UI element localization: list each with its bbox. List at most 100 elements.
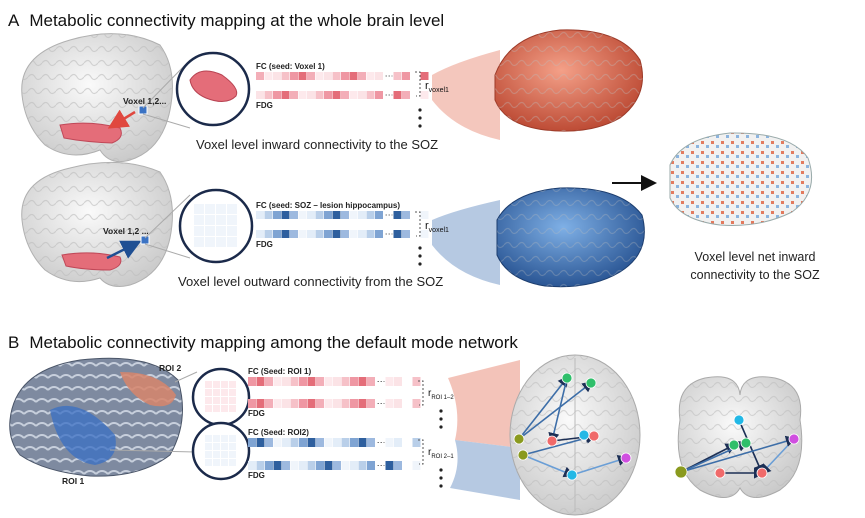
caption-outward: Voxel level outward connectivity from th… [178, 274, 444, 289]
strip-cell [420, 72, 429, 80]
cube-cell [205, 204, 215, 214]
strip-cell [393, 211, 402, 219]
network-node [620, 452, 632, 464]
cube-cell [194, 237, 204, 247]
cube-cell [205, 389, 212, 396]
network-node [740, 437, 752, 449]
strip-cell [350, 399, 358, 408]
brain-red-map [494, 29, 643, 132]
strip-cell [273, 230, 281, 238]
strip-cell [349, 230, 358, 238]
strip-cell [316, 461, 324, 470]
brain-net-map [669, 132, 813, 226]
r-symbol: r [428, 447, 432, 458]
strip-cell [256, 230, 264, 238]
bracket [415, 211, 421, 237]
strip-cell [256, 377, 265, 386]
network-node [714, 467, 726, 479]
brain-blue-map [496, 187, 645, 288]
strip-cell [307, 230, 315, 238]
network-node [566, 469, 578, 481]
cube-cell [205, 237, 215, 247]
r-symbol: r [425, 220, 429, 232]
r-subscript: ROI 1–2 [431, 395, 454, 401]
strip-cell [358, 72, 366, 80]
bracket [418, 439, 424, 465]
strip-cell [256, 211, 264, 219]
fdg-label-a1: FDG [256, 101, 273, 110]
network-node [561, 372, 573, 384]
strip-cell [299, 377, 307, 386]
network-node [788, 433, 800, 445]
strip-cell [358, 211, 366, 219]
network-edge [738, 419, 764, 476]
strip-cell [273, 399, 282, 408]
strip-cell [307, 91, 315, 99]
cube-cell [229, 397, 236, 404]
strip-cell [307, 211, 315, 219]
net-caption-line2: connectivity to the SOZ [690, 268, 820, 282]
network-edge [518, 375, 569, 440]
strip-cell [315, 230, 324, 238]
strip-cell [332, 211, 341, 219]
network-edge [571, 455, 630, 476]
strip-cell [341, 399, 350, 408]
strip-cell [358, 438, 367, 447]
cube-cell [205, 435, 212, 442]
strip-cell [281, 72, 290, 80]
cube-cell [216, 226, 226, 236]
cube-cell [221, 443, 228, 450]
cube-cell [194, 204, 204, 214]
strip-cell [341, 72, 349, 80]
strip-cell [333, 461, 341, 470]
strip-cell [341, 91, 349, 99]
strip-cell [290, 72, 298, 80]
strip-cell [412, 399, 421, 408]
cube-cell [205, 397, 212, 404]
cube-cell [227, 226, 237, 236]
zoom-line [174, 371, 198, 383]
brain-dmn-3d [9, 357, 183, 477]
fc-label-a2: FC (seed: SOZ – lesion hippocampus) [256, 201, 401, 210]
r-symbol: r [428, 388, 432, 399]
strip-cell [402, 91, 410, 99]
strip-cell [273, 438, 282, 447]
strip-cell [393, 230, 402, 238]
strip-cell [256, 399, 265, 408]
strip-cell [265, 399, 273, 408]
fdg-strip-a1 [256, 91, 429, 99]
fc-label-b1: FC (Seed: ROI 1) [248, 367, 312, 376]
brain-axial-network [509, 354, 641, 516]
cube-cell [229, 405, 236, 412]
zoom-line [109, 449, 196, 453]
strip-cell [341, 461, 350, 470]
net-caption: Voxel level net inward connectivity to t… [670, 248, 840, 284]
strip-cell [393, 72, 402, 80]
voxel-shape [189, 70, 238, 102]
strip-cell [402, 230, 410, 238]
cube-cell [213, 459, 220, 466]
strip-cell [281, 230, 290, 238]
strip-cell [350, 438, 358, 447]
strip-cell [349, 72, 358, 80]
strip-cell [273, 211, 281, 219]
fdg-label-a2: FDG [256, 240, 273, 249]
strip-cell [366, 211, 375, 219]
strip-cell [358, 399, 367, 408]
cube-cell [227, 204, 237, 214]
roi1-label: ROI 1 [62, 476, 85, 486]
fc-strip-b1 [248, 377, 421, 386]
network-node [517, 449, 529, 461]
strip-cell [324, 72, 332, 80]
roi2-region [120, 372, 176, 407]
strip-cell [264, 72, 273, 80]
strip-cell [248, 438, 256, 447]
strip-cell [248, 377, 256, 386]
strip-cell [367, 438, 375, 447]
fc-label-b2: FC (Seed: ROI2) [248, 428, 309, 437]
strip-cell [282, 461, 290, 470]
strip-cell [394, 461, 402, 470]
outward-arrow [106, 240, 142, 260]
